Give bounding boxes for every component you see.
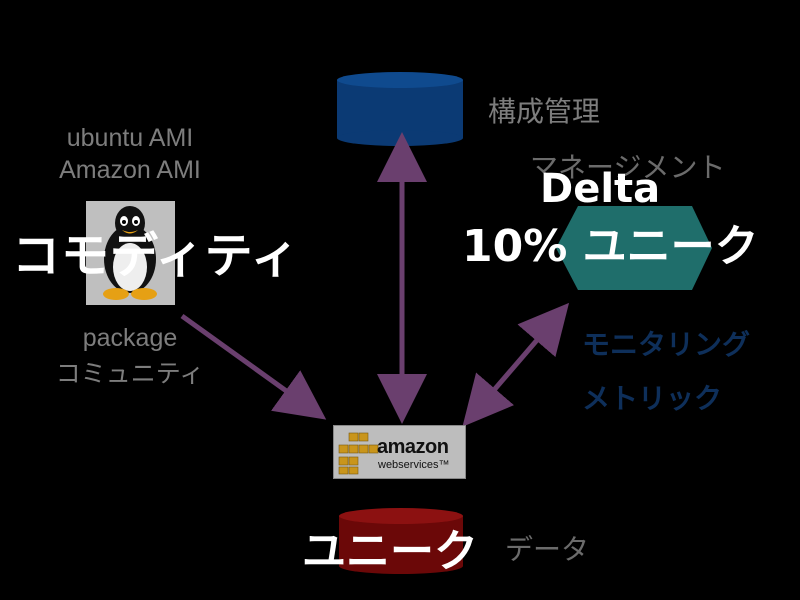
management-label: マネージメント [530, 151, 726, 184]
delta-unique-label: 10% ユニーク [462, 221, 759, 272]
ubuntu-ami-label: ubuntu AMI [66, 124, 194, 152]
delta-title: Delta [540, 166, 661, 212]
ami-labels: ubuntu AMI Amazon AMI [30, 122, 230, 186]
aws-subtitle: webservices™ [378, 459, 450, 471]
monitoring-label: モニタリング [582, 328, 751, 361]
package-label: package [82, 324, 178, 352]
penguin-icon [103, 206, 157, 300]
aws-boxes-icon [338, 432, 379, 475]
aws-to-delta-double-arrow [462, 302, 570, 427]
config-database-icon [337, 72, 463, 146]
data-label: データ [505, 533, 590, 566]
config-management-label: 構成管理 [488, 95, 601, 128]
package-labels: package コミュニティ [30, 320, 230, 392]
package-to-aws-arrow [180, 313, 327, 420]
amazon-ami-label: Amazon AMI [59, 156, 201, 184]
metrics-label: メトリック [582, 382, 723, 415]
community-label: コミュニティ [55, 359, 205, 388]
data-database-icon [339, 508, 463, 574]
aws-logo [333, 425, 466, 479]
unique-label: ユニーク [302, 526, 478, 577]
aws-wordmark: amazon [377, 436, 449, 458]
tux-penguin-image [86, 201, 175, 305]
delta-hexagon-shape [556, 206, 712, 290]
commodity-overlay-label: コモディティ [12, 228, 300, 284]
